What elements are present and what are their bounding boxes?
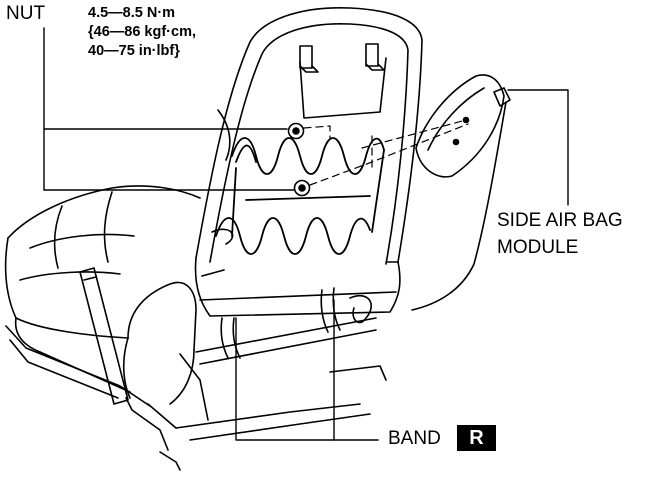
seat-rails bbox=[5, 325, 387, 471]
torque-spec-line-2: {46—86 kgf·cm, bbox=[88, 24, 196, 40]
seatback-frame bbox=[194, 7, 423, 317]
leader-lines bbox=[43, 27, 569, 441]
side-air-bag-module bbox=[411, 74, 511, 311]
seatback-springs bbox=[215, 137, 385, 255]
nut-upper bbox=[287, 122, 305, 140]
seatback-upper-panel bbox=[299, 57, 387, 119]
torque-spec: 4.5—8.5 N·m {46—86 kgf·cm, 40—75 in·lbf} bbox=[88, 4, 196, 61]
replace-badge: R bbox=[457, 425, 496, 451]
side-air-bag-label-line-2: MODULE bbox=[497, 237, 579, 258]
torque-spec-line-3: 40—75 in·lbf} bbox=[88, 43, 180, 59]
nut-lower bbox=[293, 179, 311, 197]
nut-label: NUT bbox=[6, 3, 46, 24]
band-label: BAND bbox=[388, 428, 441, 449]
side-shield bbox=[79, 267, 197, 405]
torque-spec-line-1: 4.5—8.5 N·m bbox=[88, 5, 176, 21]
seat-cushion bbox=[4, 185, 201, 353]
side-air-bag-label-line-1: SIDE AIR BAG bbox=[497, 210, 623, 231]
headrest-guides bbox=[299, 43, 385, 73]
bolt-axis-dashed-lines bbox=[303, 119, 469, 186]
